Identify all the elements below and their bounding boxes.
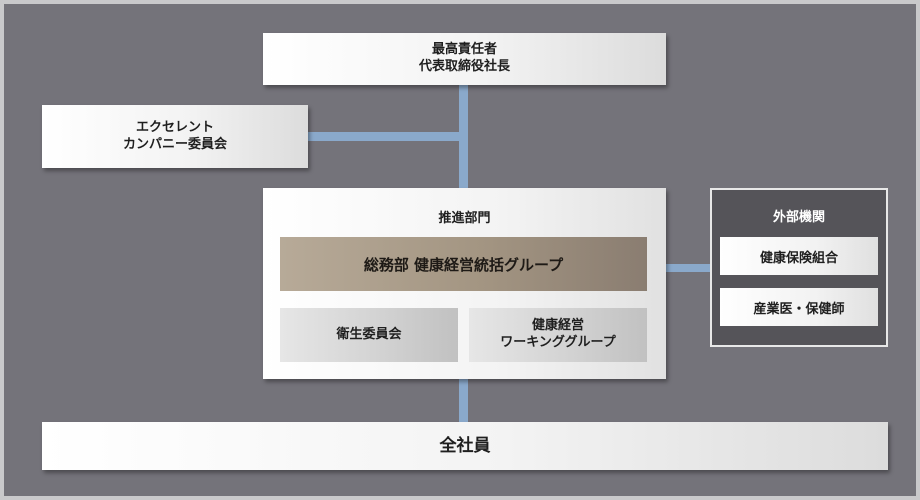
ceo-title-label: 代表取締役社長 [418,59,510,74]
promotion-department-panel: 推進部門 総務部 健康経営統括グループ 衛生委員会 健康経営 ワーキンググループ [263,188,666,379]
promotion-department-title: 推進部門 [438,211,491,226]
health-insurance-union-box: 健康保険組合 [720,237,878,275]
excellent-company-committee-box: エクセレント カンパニー委員会 [42,105,308,168]
excellent-committee-label-line1: エクセレント [135,119,214,135]
industrial-physician-nurse-box: 産業医・保健師 [720,288,878,326]
health-management-working-group-box: 健康経営 ワーキンググループ [469,308,647,362]
sanitation-committee-label: 衛生委員会 [336,326,402,342]
sanitation-committee-box: 衛生委員会 [280,308,458,362]
horizontal-connector-excellent [304,132,464,141]
health-wg-label-line1: 健康経営 [531,318,584,334]
all-employees-box: 全社員 [42,422,888,470]
excellent-committee-label-line2: カンパニー委員会 [122,136,227,152]
chief-executive-label: 最高責任者 [431,42,497,58]
general-affairs-health-management-bar: 総務部 健康経営統括グループ [280,237,647,291]
all-employees-label: 全社員 [439,435,491,456]
external-organizations-title: 外部機関 [772,210,825,225]
external-organizations-panel: 外部機関 健康保険組合 産業医・保健師 [710,188,888,347]
horizontal-connector-external [664,264,714,272]
vertical-connector-bottom [459,377,468,425]
health-wg-label-line2: ワーキンググループ [500,335,616,350]
chief-executive-box: 最高責任者 代表取締役社長 [263,33,666,85]
